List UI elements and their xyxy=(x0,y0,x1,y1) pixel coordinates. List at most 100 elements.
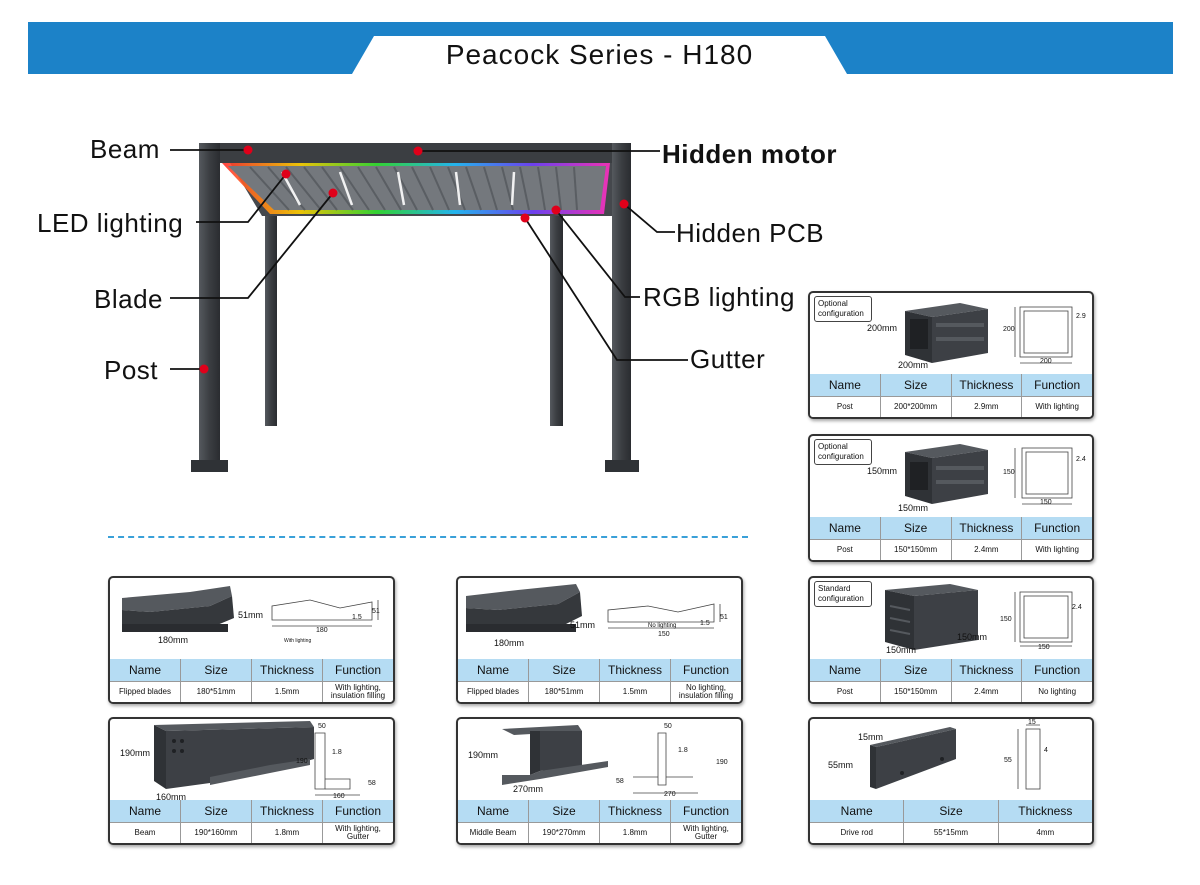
header-thickness: Thickness xyxy=(997,800,1092,822)
header-name: Name xyxy=(476,663,509,677)
callout-post: Post xyxy=(104,355,159,385)
callout-hidden-motor: Hidden motor xyxy=(662,139,837,169)
drive-rod-profile xyxy=(870,724,1041,790)
spec-card-drive-rod: 15mm 55mm 15 4 55 Name Size Thickness Dr… xyxy=(808,717,1094,845)
dim-side: 200 xyxy=(1003,326,1015,333)
dim-bottom: 150 xyxy=(1040,499,1052,506)
header-name: Name xyxy=(828,378,861,392)
note-lighting: With lighting xyxy=(284,638,312,644)
cell-thickness: 4mm xyxy=(997,823,1092,843)
dim-bottom: 150 xyxy=(1038,644,1050,651)
dim-top: 50 xyxy=(318,723,326,730)
spec-card-middle-beam: 190mm 270mm 50 1.8 190 58 270 Name Size … xyxy=(456,717,743,845)
spec-card-blade-no-lighting: 51mm 180mm No lighting 51 1.5 150 Name S… xyxy=(456,576,743,704)
dim-height: 190mm xyxy=(120,748,151,758)
dim-height: 190mm xyxy=(468,750,499,760)
cell-thickness: 1.5mm xyxy=(251,682,322,702)
dim-bottom: 150 xyxy=(658,631,670,638)
dim-thickness: 1.8 xyxy=(678,747,688,754)
header-name: Name xyxy=(128,804,161,818)
spec-card-beam: 190mm 160mm 50 1.8 190 58 160 Name Size … xyxy=(108,717,395,845)
dim-bottom: 160 xyxy=(333,793,345,800)
cell-name: Post xyxy=(836,687,853,696)
dim-height: 55mm xyxy=(828,760,854,770)
header-function: Function xyxy=(1021,517,1092,539)
header-size: Size xyxy=(180,800,251,822)
cell-function: With lighting xyxy=(1021,540,1092,560)
cell-name: Post xyxy=(836,402,853,411)
header-size: Size xyxy=(879,374,951,396)
cell-size: 190*270mm xyxy=(528,823,599,843)
dim-height: 51mm xyxy=(238,610,264,620)
header-function: Function xyxy=(1021,659,1092,681)
cell-name: Flipped blades xyxy=(118,687,172,696)
back-post-left xyxy=(265,213,277,426)
dim-gutter: 58 xyxy=(368,780,376,787)
callout-beam: Beam xyxy=(90,134,160,164)
cell-thickness: 2.9mm xyxy=(950,397,1022,417)
cell-function: With lighting,insulation filling xyxy=(322,682,393,702)
cell-thickness: 1.8mm xyxy=(599,823,670,843)
dim-thickness: 2.4 xyxy=(1072,604,1082,611)
cell-size: 55*15mm xyxy=(903,823,997,843)
dim-bottom: 180 xyxy=(316,627,328,634)
cell-thickness: 2.4mm xyxy=(950,540,1022,560)
dim-thickness: 1.5 xyxy=(700,620,710,627)
header-function: Function xyxy=(322,659,393,681)
dim-side: 190 xyxy=(296,758,308,765)
header-name: Name xyxy=(476,804,509,818)
dim-side: 190 xyxy=(716,759,728,766)
header-size: Size xyxy=(528,800,599,822)
callout-led-lighting: LED lighting xyxy=(37,208,184,238)
dim-thickness: 1.5 xyxy=(352,614,362,621)
cell-function: With lighting xyxy=(1021,397,1092,417)
spec-table: Name Size Thickness Function Post 150*15… xyxy=(810,659,1092,702)
dim-width: 160mm xyxy=(156,792,187,802)
dim-height: 51mm xyxy=(570,620,596,630)
dim-top: 15 xyxy=(1028,719,1036,726)
front-post-left xyxy=(199,143,220,463)
cell-function: With lighting, Gutter xyxy=(670,823,741,843)
header-function: Function xyxy=(1021,374,1092,396)
header-size: Size xyxy=(180,659,251,681)
front-post-right-base xyxy=(605,460,639,472)
header-size: Size xyxy=(879,659,951,681)
dim-thickness: 2.9 xyxy=(1076,313,1086,320)
dim-width: 15mm xyxy=(858,732,884,742)
header-thickness: Thickness xyxy=(251,659,322,681)
front-post-left-base xyxy=(191,460,228,472)
dim-top: 50 xyxy=(664,723,672,730)
title-tab xyxy=(352,36,847,74)
callout-hidden-pcb: Hidden PCB xyxy=(676,218,825,248)
dim-height: 200mm xyxy=(867,323,898,333)
header-thickness: Thickness xyxy=(251,800,322,822)
header-thickness: Thickness xyxy=(599,800,670,822)
cell-thickness: 1.8mm xyxy=(251,823,322,843)
middle-beam-profile xyxy=(502,725,698,794)
spec-table: Name Size Thickness Drive rod 55*15mm 4m… xyxy=(810,800,1092,843)
header-size: Size xyxy=(879,517,951,539)
cell-size: 150*150mm xyxy=(879,682,951,702)
cell-name: Middle Beam xyxy=(469,828,517,837)
section-divider xyxy=(108,536,748,538)
callout-blade: Blade xyxy=(94,284,163,314)
beam-profile xyxy=(154,721,360,796)
dim-side: 150 xyxy=(1000,616,1012,623)
post-150a-profile xyxy=(905,444,1073,505)
post-150b-profile xyxy=(885,584,1073,650)
header-function: Function xyxy=(322,800,393,822)
header-thickness: Thickness xyxy=(950,374,1022,396)
spec-card-blade-lighting: 51mm 180mm 51 1.5 180 With lighting Name… xyxy=(108,576,395,704)
spec-table: Name Size Thickness Function Post 150*15… xyxy=(810,517,1092,560)
cell-name: Drive rod xyxy=(840,828,873,837)
callout-gutter: Gutter xyxy=(690,344,766,374)
spec-table: Name Size Thickness Function Post 200*20… xyxy=(810,374,1092,417)
back-post-right xyxy=(550,213,563,426)
cell-function: With lighting, Gutter xyxy=(322,823,393,843)
spec-table: Name Size Thickness Function Flipped bla… xyxy=(110,659,393,702)
